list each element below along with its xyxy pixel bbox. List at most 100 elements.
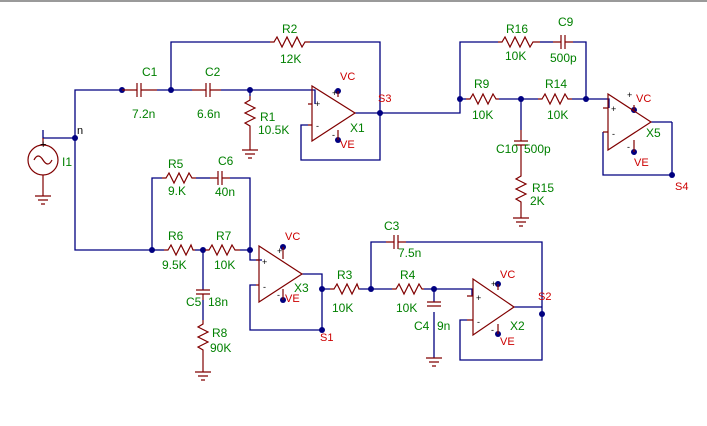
r7-ref: R7	[216, 229, 232, 243]
x1-vee-sign: -	[332, 130, 335, 140]
c2-value: 6.6n	[197, 107, 220, 121]
r14-value: 10K	[547, 108, 568, 122]
r5-ref: R5	[168, 157, 184, 171]
r15-value: 2K	[530, 194, 545, 208]
x2-minus-pin: -	[477, 317, 480, 327]
capacitor-c4: C4 9n	[414, 301, 450, 367]
x3-ref: X3	[294, 281, 309, 295]
current-source-i1: + I1 n	[27, 125, 83, 205]
source-label: I1	[62, 155, 72, 169]
r8-value: 90K	[210, 341, 231, 355]
net-s1: S1	[320, 332, 333, 344]
x1-vcc-sign: +	[332, 88, 337, 98]
c10-value: 500p	[524, 142, 551, 156]
junction-dots	[72, 87, 675, 337]
x1-vee: VE	[340, 139, 355, 151]
opamp-x1: + - + - VC VE X1 S3	[308, 71, 391, 151]
r2-ref: R2	[282, 22, 298, 36]
x2-plus-pin: +	[476, 293, 481, 303]
resistor-r6: R6 9.5K	[162, 229, 195, 272]
net-s3: S3	[378, 93, 391, 105]
c1-ref: C1	[142, 65, 158, 79]
capacitor-c3: C3 7.5n	[384, 219, 421, 260]
r3-ref: R3	[337, 268, 353, 282]
capacitor-c6: C6 40n	[210, 154, 235, 199]
x3-minus-pin: -	[263, 282, 266, 292]
x3-vcc: VC	[285, 231, 300, 243]
x1-vcc: VC	[340, 71, 355, 83]
r15-ref: R15	[532, 181, 554, 195]
node-n-label: n	[77, 125, 83, 137]
resistor-r1: R1 10.5K	[242, 96, 289, 159]
x3-vee-sign: -	[277, 290, 280, 300]
r9-ref: R9	[474, 77, 490, 91]
x2-vcc-sign: +	[491, 279, 496, 289]
net-s2: S2	[538, 291, 551, 303]
opamp-x2: + - + - VC VE X2 S2	[467, 269, 551, 348]
opamp-x3: + - + - VC VE X3 S1	[256, 231, 333, 344]
x3-vcc-sign: +	[277, 246, 282, 256]
r8-ref: R8	[212, 326, 228, 340]
r5-value: 9.K	[168, 184, 186, 198]
r3-value: 10K	[332, 301, 353, 315]
c6-ref: C6	[218, 154, 234, 168]
source-plus-sign: +	[40, 139, 46, 151]
resistor-r9: R9 10K	[466, 77, 499, 122]
r2-value: 12K	[280, 52, 301, 66]
resistor-r4: R4 10K	[392, 268, 424, 315]
resistor-r3: R3 10K	[330, 268, 360, 315]
c6-value: 40n	[215, 185, 235, 199]
c4-value: 9n	[437, 319, 450, 333]
net-s4: S4	[675, 181, 688, 193]
c10-ref: C10	[496, 142, 518, 156]
r1-ref: R1	[260, 110, 276, 124]
x3-vee: VE	[285, 293, 300, 305]
c9-value: 500p	[550, 51, 577, 65]
c9-ref: C9	[558, 15, 574, 29]
r16-value: 10K	[505, 49, 526, 63]
r14-ref: R14	[545, 77, 567, 91]
r7-value: 10K	[214, 258, 235, 272]
x1-plus-pin: +	[315, 99, 320, 109]
resistor-r7: R7 10K	[205, 229, 240, 272]
r1-value: 10.5K	[258, 123, 289, 137]
resistor-r8: R8 90K	[195, 320, 231, 381]
x3-plus-pin: +	[262, 257, 267, 267]
x2-vcc: VC	[500, 269, 515, 281]
x2-vee-sign: -	[491, 325, 494, 335]
x2-ref: X2	[510, 319, 525, 333]
c4-ref: C4	[414, 319, 430, 333]
capacitor-c10: C10 500p	[496, 130, 551, 172]
resistor-r2: R2 12K	[270, 22, 310, 66]
x5-minus-pin: -	[612, 129, 615, 139]
resistor-r14: R14 10K	[538, 77, 572, 122]
c5-value: 18n	[208, 295, 228, 309]
c3-ref: C3	[384, 219, 400, 233]
x5-vee: VE	[634, 157, 649, 169]
capacitor-c1: C1 7.2n	[122, 65, 158, 121]
x1-ref: X1	[350, 121, 365, 135]
r16-ref: R16	[506, 22, 528, 36]
window-top-border	[0, 0, 707, 2]
x1-minus-pin: -	[316, 121, 319, 131]
c3-value: 7.5n	[398, 246, 421, 260]
r6-value: 9.5K	[162, 258, 187, 272]
opamp-x5: + - + - VC VE X5 S4	[603, 90, 688, 193]
r4-ref: R4	[400, 268, 416, 282]
x5-vcc-sign: +	[627, 90, 632, 100]
capacitor-c2: C2 6.6n	[192, 65, 221, 121]
x5-plus-pin: +	[611, 104, 616, 114]
resistor-r5: R5 9.K	[162, 157, 196, 198]
x5-ref: X5	[646, 126, 661, 140]
capacitor-c5: C5 18n	[186, 289, 228, 309]
r6-ref: R6	[168, 229, 184, 243]
x5-vee-sign: -	[627, 142, 630, 152]
c2-ref: C2	[205, 65, 221, 79]
r4-value: 10K	[396, 301, 417, 315]
x5-vcc: VC	[636, 93, 651, 105]
x2-vee: VE	[500, 336, 515, 348]
r9-value: 10K	[472, 108, 493, 122]
c1-value: 7.2n	[132, 107, 155, 121]
